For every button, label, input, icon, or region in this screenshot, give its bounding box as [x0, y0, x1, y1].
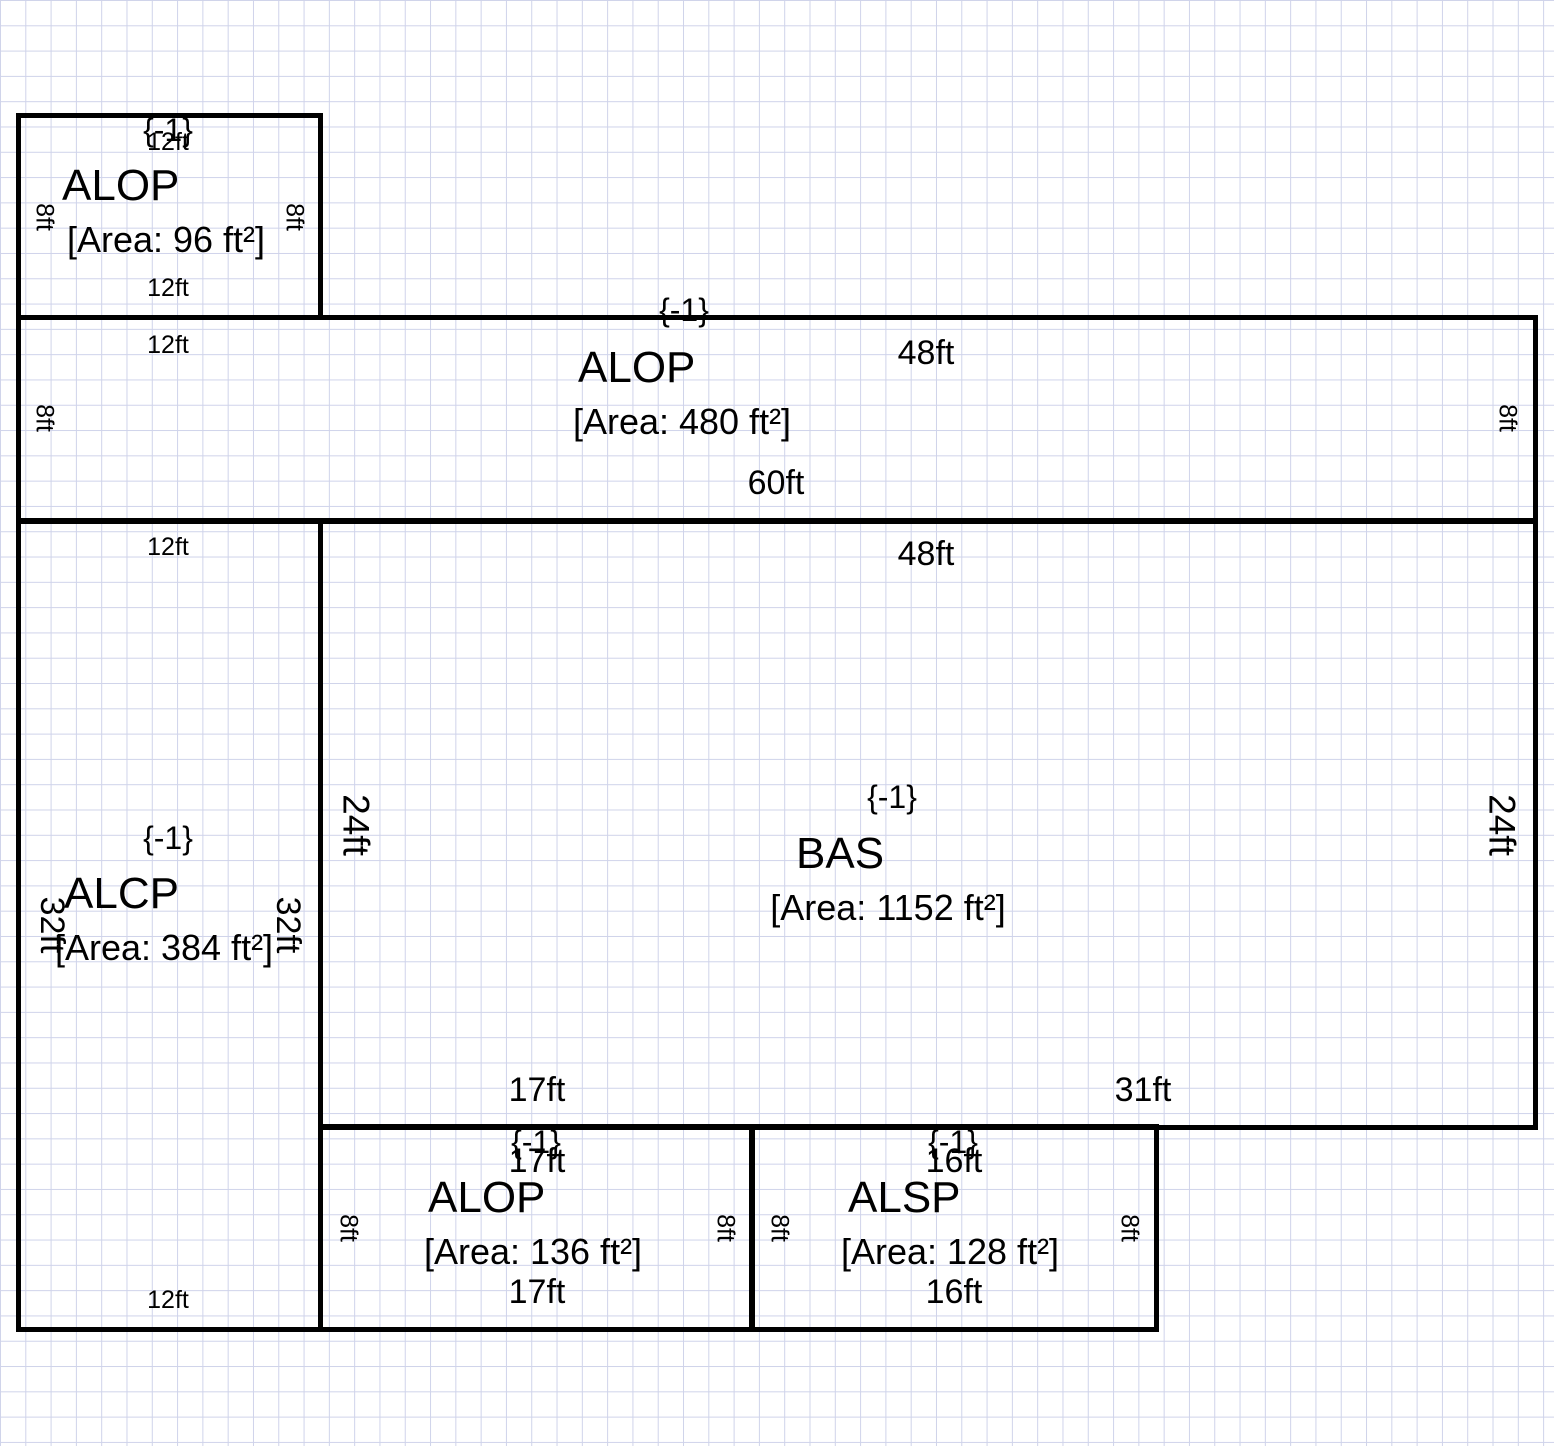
dimension-top-left: 12ft	[147, 331, 189, 359]
dimension-left: 8ft	[334, 1214, 363, 1242]
dimension-left: 8ft	[765, 1214, 794, 1242]
dimension-left: 8ft	[30, 404, 59, 432]
dimension-top: 12ft	[147, 128, 189, 156]
dimension-top: 16ft	[925, 1142, 983, 1180]
room-code: ALOP	[428, 1173, 546, 1222]
dimension-right: 8ft	[280, 203, 309, 231]
dimension-bottom: 17ft	[508, 1273, 566, 1311]
dimension-bottom-right: 31ft	[1114, 1071, 1172, 1109]
multiplier-label: {-1}	[867, 779, 917, 815]
area-label: [Area: 480 ft²]	[572, 401, 792, 442]
dimension-top-right: 48ft	[897, 334, 955, 372]
dimension-top: 17ft	[508, 1142, 566, 1180]
multiplier-label: {-1}	[928, 1124, 978, 1160]
area-label: [Area: 96 ft²]	[66, 219, 266, 260]
dimension-bottom: 16ft	[925, 1273, 983, 1311]
area-label: [Area: 384 ft²]	[54, 927, 274, 968]
multiplier-label: {-1}	[511, 1124, 561, 1160]
area-label: [Area: 128 ft²]	[840, 1231, 1060, 1272]
dimension-right: 24ft	[1481, 794, 1523, 856]
area-label: [Area: 136 ft²]	[423, 1231, 643, 1272]
dimension-bottom: 60ft	[747, 464, 805, 502]
room-bas	[318, 518, 1538, 1130]
dimension-bottom: 12ft	[147, 274, 189, 302]
dimension-right: 8ft	[1493, 404, 1522, 432]
room-code: ALOP	[62, 161, 180, 210]
dimension-top: 48ft	[897, 535, 955, 573]
room-code: ALOP	[578, 343, 696, 392]
dimension-top: 12ft	[147, 533, 189, 561]
multiplier-label: {-1}	[143, 112, 193, 148]
dimension-left: 8ft	[30, 203, 59, 231]
room-code: ALSP	[848, 1173, 961, 1222]
room-code: BAS	[796, 829, 885, 878]
dimension-right: 8ft	[1115, 1214, 1144, 1242]
multiplier-label: {-1}	[659, 292, 709, 328]
dimension-right: 8ft	[711, 1214, 740, 1242]
room-alsp	[749, 1124, 1159, 1332]
dimension-bottom-left: 17ft	[508, 1071, 566, 1109]
multiplier-label: {-1}	[143, 820, 193, 856]
room-code: ALCP	[64, 869, 179, 918]
dimension-left: 32ft	[33, 896, 71, 954]
dimension-bottom: 12ft	[147, 1286, 189, 1314]
dimension-right: 32ft	[269, 896, 307, 954]
dimension-left: 24ft	[335, 794, 377, 856]
area-label: [Area: 1152 ft²]	[770, 887, 1006, 928]
